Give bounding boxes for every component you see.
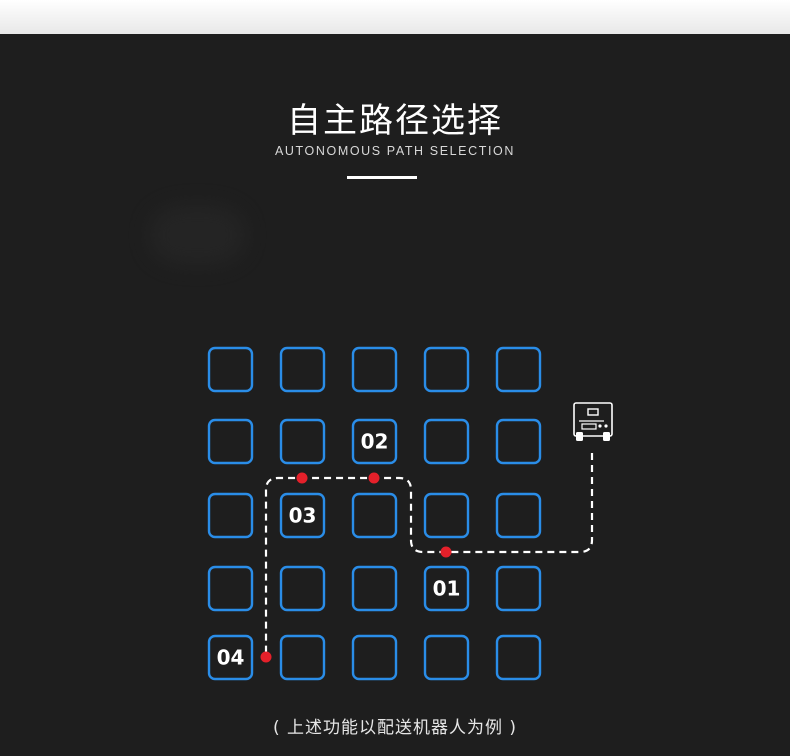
grid-cell	[351, 565, 398, 612]
route-waypoint-dot	[260, 651, 272, 663]
cell-number-label: 03	[289, 504, 317, 528]
grid-cell	[423, 346, 470, 393]
grid-cell	[423, 565, 470, 612]
grid-cell	[279, 565, 326, 612]
grid-cell	[495, 634, 542, 681]
grid-cell	[351, 634, 398, 681]
top-strip	[0, 0, 790, 34]
grid-cell	[279, 346, 326, 393]
route-waypoints	[260, 472, 452, 663]
route-waypoint-dot	[368, 472, 380, 484]
grid-cell	[207, 492, 254, 539]
grid-cell	[423, 492, 470, 539]
route-waypoint-dot	[440, 546, 452, 558]
cell-number-label: 04	[217, 646, 245, 670]
grid-cell	[207, 565, 254, 612]
cell-number-label: 01	[433, 577, 461, 601]
grid-cell	[207, 346, 254, 393]
title-divider	[347, 176, 417, 179]
grid-cell	[495, 418, 542, 465]
page-title: 自主路径选择	[287, 101, 503, 141]
route-waypoint-dot	[296, 472, 308, 484]
grid-cell	[423, 418, 470, 465]
grid-cell	[279, 634, 326, 681]
route-path	[264, 453, 594, 657]
grid-cell	[351, 346, 398, 393]
cell-number-label: 02	[361, 430, 389, 454]
grid-cell	[423, 634, 470, 681]
grid-cell	[495, 565, 542, 612]
footer-caption: ( 上述功能以配送机器人为例 )	[272, 718, 518, 738]
grid-cell	[495, 346, 542, 393]
grid-cell	[495, 492, 542, 539]
grid-cell	[351, 418, 398, 465]
page-subtitle: AUTONOMOUS PATH SELECTION	[274, 144, 516, 158]
grid-cell	[279, 492, 326, 539]
grid-cell	[207, 634, 254, 681]
background-smudge	[150, 205, 245, 265]
grid-cell	[279, 418, 326, 465]
content-panel	[0, 34, 790, 756]
delivery-robot-icon	[573, 402, 613, 441]
grid-cells: 02 03 01 04	[207, 346, 542, 681]
grid-cell	[351, 492, 398, 539]
grid-cell	[207, 418, 254, 465]
